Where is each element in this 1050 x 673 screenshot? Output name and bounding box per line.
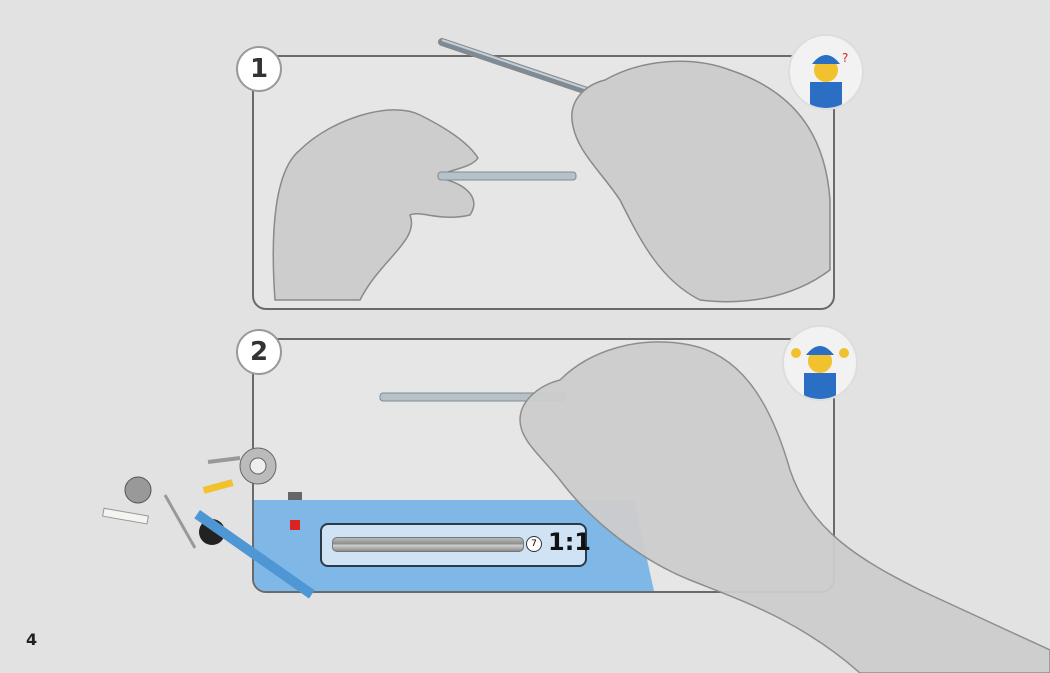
minifig-happy-icon (782, 325, 858, 401)
left-hand-1 (272, 109, 479, 301)
svg-text:?: ? (842, 51, 848, 65)
step-number-2: 2 (236, 329, 282, 375)
minifig-confused-icon: ? (788, 34, 864, 110)
axle-length-badge: 7 (526, 536, 542, 552)
page-number: 4 (26, 630, 38, 649)
axle-diagonal (438, 38, 612, 102)
step-number-1: 1 (236, 46, 282, 92)
axle-horizontal (437, 171, 577, 181)
scale-label: 1:1 (548, 528, 591, 556)
parts-callout: 7 1:1 (320, 523, 591, 567)
right-hand-2 (519, 341, 1050, 673)
right-hand-1 (571, 60, 831, 303)
axle-part-icon (332, 537, 524, 552)
gear-icon (124, 476, 152, 504)
parts-pile (102, 447, 315, 599)
